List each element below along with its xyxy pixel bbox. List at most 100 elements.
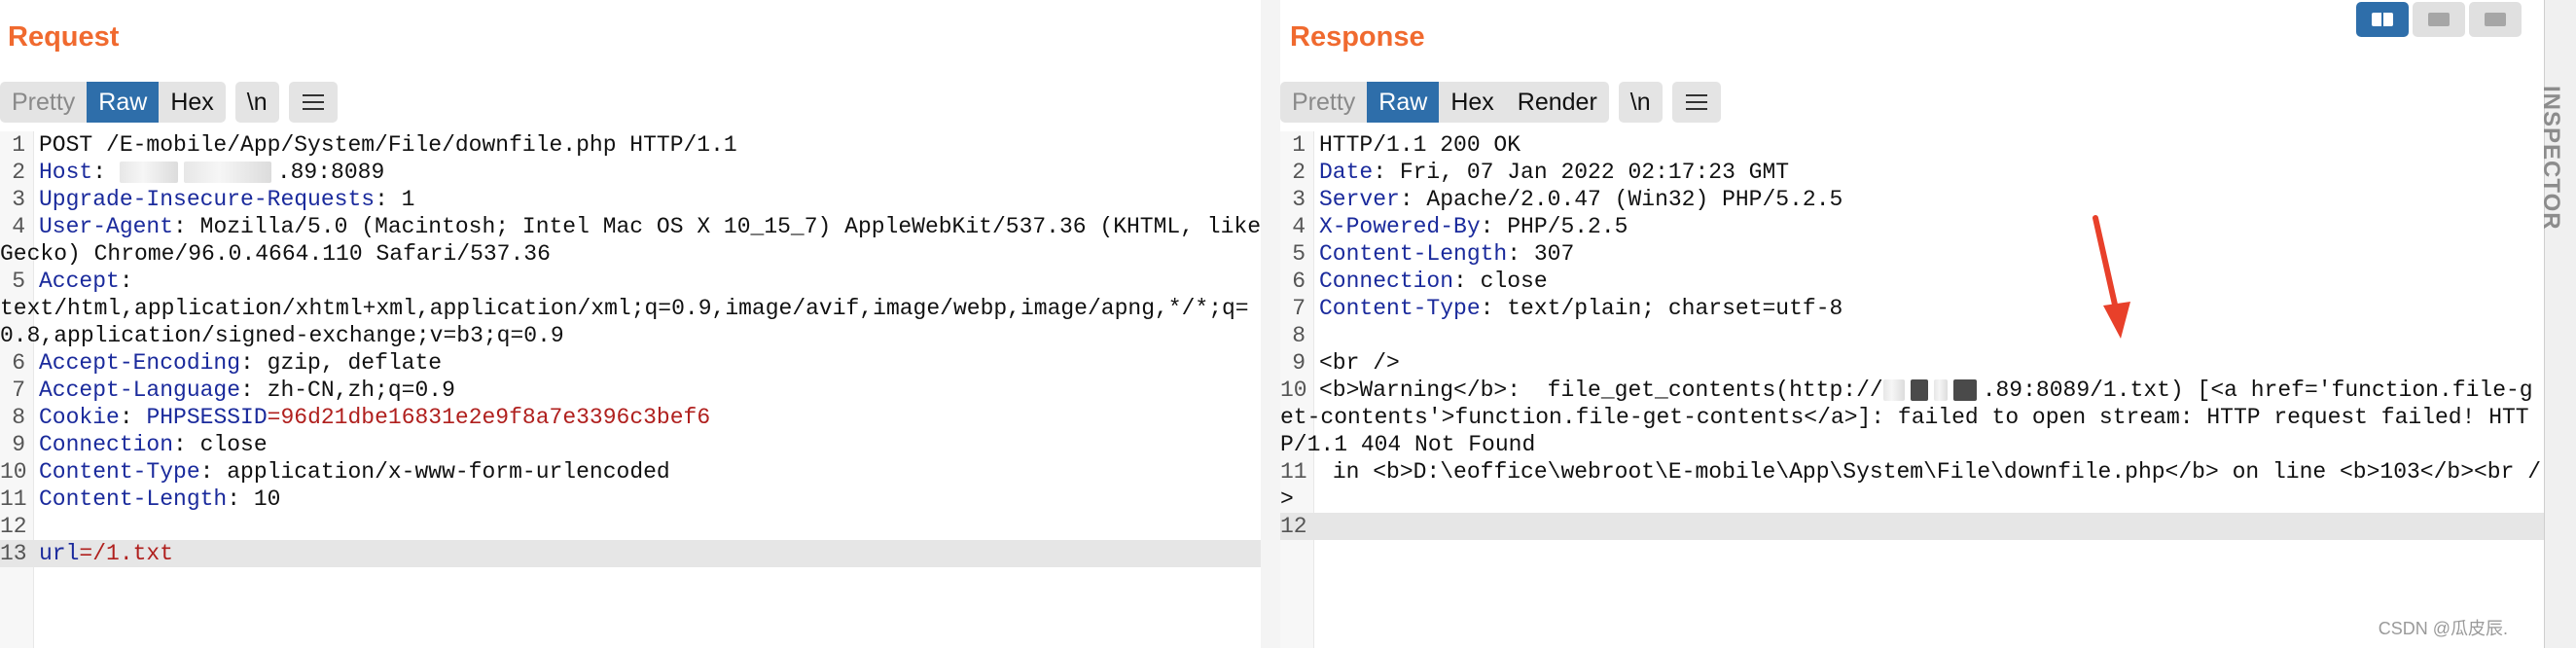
line-number: 6 [12,350,25,376]
response-editor[interactable]: 1 HTTP/1.1 200 OK 2 Date: Fri, 07 Jan 2022 … [1280,131,2545,648]
line-number: 1 [1292,132,1306,158]
header-name: Accept-Language [39,378,241,403]
request-line: 1 POST /E-mobile/App/System/File/downfile… [0,131,1261,159]
line-number: 9 [1292,350,1306,376]
response-line: 5 Content-Length: 307 [1280,240,2545,268]
response-gutter [1280,131,1314,648]
line-text: Connection: close [39,432,268,457]
line-content: : 10 [227,486,281,512]
request-tab-hex[interactable]: Hex [170,89,214,116]
panel-divider[interactable] [1261,0,1280,648]
line-text: Content-Type: text/plain; charset=utf-8 [1319,296,1843,321]
request-line: 12 [0,513,1261,540]
line-content: : Fri, 07 Jan 2022 02:17:23 GMT [1373,160,1790,185]
inspector-sidebar[interactable]: INSPECTOR [2538,0,2576,648]
response-line: 11 in <b>D:\eoffice\webroot\E-mobile\App… [1280,458,2545,513]
request-tab-raw[interactable]: Raw [87,82,160,123]
line-number: 12 [0,514,27,539]
line-content-tail: .89:8089/1.txt) [<a href='function.file-… [1280,378,2533,457]
line-content: : Mozilla/5.0 (Macintosh; Intel Mac OS X… [0,214,1274,267]
line-text: in <b>D:\eoffice\webroot\E-mobile\App\Sy… [1280,459,2541,512]
request-toolbar: Pretty Raw Hex \n [0,82,338,123]
param-value: =/1.txt [79,541,174,566]
redacted-block [1952,378,1977,401]
response-tab-pretty[interactable]: Pretty [1292,89,1356,116]
line-content: : [119,405,147,430]
request-tab-pretty[interactable]: Pretty [12,89,76,116]
line-text: POST /E-mobile/App/System/File/downfile.… [39,132,737,158]
line-number: 1 [12,132,25,158]
header-name: Date [1319,160,1374,185]
redacted-block [1910,378,1928,401]
line-text: Cookie: PHPSESSID=96d21dbe16831e2e9f8a7e… [39,405,710,430]
request-line: 7 Accept-Language: zh-CN,zh;q=0.9 [0,377,1261,404]
line-number: 10 [1280,378,1307,403]
cookie-name: PHPSESSID [146,405,268,430]
line-text: Upgrade-Insecure-Requests: 1 [39,187,414,212]
request-editor[interactable]: 1 POST /E-mobile/App/System/File/downfile… [0,131,1261,648]
line-content: <b>Warning</b>: file_get_contents(http:/… [1319,378,1883,403]
line-text: HTTP/1.1 200 OK [1319,132,1521,158]
redacted-block [119,161,178,183]
line-number: 7 [1292,296,1306,321]
response-line: 1 HTTP/1.1 200 OK [1280,131,2545,159]
request-menu-button[interactable] [288,82,338,123]
request-line: 9 Connection: close [0,431,1261,458]
line-content: POST /E-mobile/App/System/File/downfile.… [39,132,737,158]
header-name: Content-Length [1319,241,1508,267]
header-name: Connection [39,432,174,457]
line-number: 5 [1292,241,1306,267]
line-text: Accept-Encoding: gzip, deflate [39,350,442,376]
layout-split-icon [2372,13,2393,26]
layout-single-icon [2485,13,2506,26]
layout-horizontal-button[interactable] [2413,2,2465,37]
layout-split-button[interactable] [2356,2,2409,37]
line-content: : 307 [1507,241,1575,267]
request-view-tabs: Pretty Raw Hex [0,82,226,123]
line-number: 4 [1292,214,1306,239]
redacted-block [1933,378,1948,401]
line-content: : Apache/2.0.47 (Win32) PHP/5.2.5 [1399,187,1843,212]
line-number: 4 [12,214,25,239]
line-number: 2 [1292,160,1306,185]
layout-single-button[interactable] [2469,2,2522,37]
response-code: 1 HTTP/1.1 200 OK 2 Date: Fri, 07 Jan 2022 … [1280,131,2545,540]
line-number: 3 [1292,187,1306,212]
redacted-block [183,161,271,183]
header-name: Accept [39,269,120,294]
line-number: 6 [1292,269,1306,294]
redacted-block [1882,378,1905,401]
line-number: 12 [1280,514,1307,539]
line-number: 5 [12,269,25,294]
response-tab-render[interactable]: Render [1517,89,1597,116]
line-number: 9 [12,432,25,457]
request-newline-toggle[interactable]: \n [234,82,279,123]
response-menu-button[interactable] [1671,82,1721,123]
line-content: : gzip, deflate [240,350,443,376]
response-newline-toggle[interactable]: \n [1618,82,1663,123]
line-text: Accept-Language: zh-CN,zh;q=0.9 [39,378,455,403]
line-number: 13 [0,541,27,566]
line-text: <br /> [1319,350,1400,376]
line-number: 8 [1292,323,1306,348]
header-name: Server [1319,187,1400,212]
response-line: 7 Content-Type: text/plain; charset=utf-8 [1280,295,2545,322]
line-text: Content-Length: 307 [1319,241,1574,267]
response-tab-raw[interactable]: Raw [1367,82,1440,123]
response-line: 8 [1280,322,2545,349]
line-text: Connection: close [1319,269,1548,294]
param-name: url [39,541,80,566]
menu-icon [302,94,324,110]
line-content: : zh-CN,zh;q=0.9 [240,378,455,403]
line-text: Host: .89:8089 [39,160,384,185]
line-content-tail: .89:8089 [276,160,385,185]
line-number: 7 [12,378,25,403]
response-tab-hex[interactable]: Hex [1450,89,1494,116]
